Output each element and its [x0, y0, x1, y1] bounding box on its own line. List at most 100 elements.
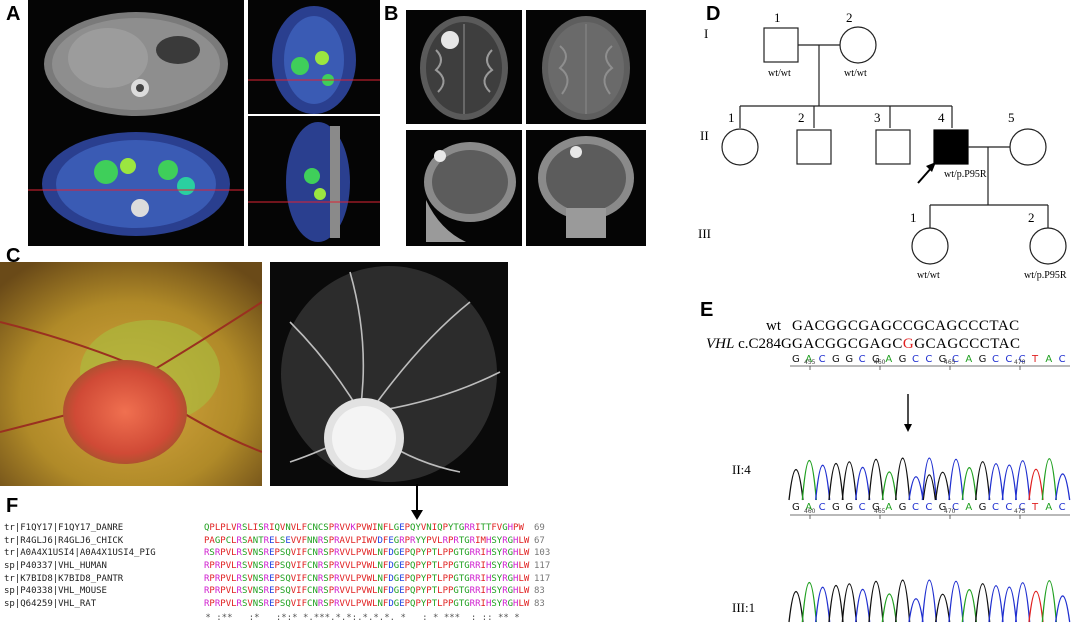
base-call: T [1031, 354, 1039, 365]
base-call: C [1005, 502, 1012, 513]
sample-label-iii1: III:1 [732, 600, 756, 615]
base-call: C [1059, 502, 1066, 513]
female-unaffected-symbol [1009, 128, 1047, 166]
panel-label-f: F [6, 495, 19, 517]
sequence-residues: RPRPVLRSVNSREPSQVIFCNRSPRVVLPVWLNFDGEPQP… [204, 573, 530, 584]
wt-sequence: GACGGCGAGCCGCAGCCCTAC [792, 318, 1020, 334]
male-unaffected-symbol [796, 129, 832, 165]
genotype-label: wt/wt [768, 68, 791, 79]
alignment-row: tr|A0A4X1USI4|A0A4X1USI4_PIG RSRPVLRSVNSR… [4, 547, 564, 560]
female-unaffected-symbol [911, 227, 949, 265]
sequence-length: 69 [534, 523, 545, 533]
trace-peak [988, 585, 1004, 623]
trace-peak [881, 471, 897, 501]
base-call: C [925, 502, 932, 513]
pet-ct-axial-image [28, 122, 244, 246]
base-call: G [939, 502, 947, 513]
sequence-id: tr|A0A4X1USI4|A0A4X1USI4_PIG [4, 548, 156, 559]
sample-label-ii4: II:4 [732, 462, 751, 477]
mutant-sequence-right: GCAGCCCTAC [914, 336, 1021, 352]
fundus-fluorescein-angiogram [270, 262, 508, 486]
panel-label-d: D [706, 3, 721, 25]
pedigree-chart: I 1 wt/wt 2 wt/wt II 1 2 3 4 wt/p.P95R 5 [690, 0, 1072, 290]
base-call: G [872, 354, 880, 365]
mri-axial-image-2 [526, 10, 646, 124]
sequence-residues: PAGPCLRSANTRELSEVVFNNRSPRAVLPIWVDFEGRPRY… [204, 535, 530, 546]
trace-peak [975, 583, 991, 623]
individual-number: 2 [846, 10, 853, 25]
base-call: A [805, 354, 812, 365]
mutant-base: G [902, 336, 915, 352]
base-call: G [979, 354, 987, 365]
base-call: C [1019, 354, 1026, 365]
trace-peak [801, 460, 817, 501]
trace-peak [841, 461, 857, 501]
trace-peak [788, 590, 804, 623]
base-call: C [1059, 354, 1066, 365]
sequence-id: sp|Q64259|VHL_RAT [4, 599, 97, 610]
sequence-id: sp|P40338|VHL_MOUSE [4, 586, 107, 597]
base-call: G [845, 354, 853, 365]
tick-label: 475 [1014, 508, 1026, 515]
ct-axial-image [28, 0, 244, 122]
base-call: A [1045, 354, 1052, 365]
tick-label: 465 [874, 508, 886, 515]
mri-axial-image-1 [406, 10, 522, 124]
tick-label: 470 [944, 508, 956, 515]
individual-number: 1 [728, 110, 735, 125]
base-call: T [1031, 502, 1039, 513]
tick-label: 460 [874, 359, 886, 366]
base-call: G [845, 502, 853, 513]
trace-peak [948, 581, 964, 623]
panel-label-e: E [700, 299, 714, 321]
chromatogram-trace-ii4 [788, 457, 1071, 501]
trace-peak [948, 459, 964, 501]
mri-coronal-image [526, 130, 646, 246]
trace-peak [975, 461, 991, 501]
trace-peak [921, 579, 937, 623]
genotype-label: wt/p.P95R [1024, 270, 1067, 281]
base-call: A [885, 502, 892, 513]
individual-number: 1 [774, 10, 781, 25]
base-call: C [925, 354, 932, 365]
base-call: C [912, 502, 919, 513]
base-call: G [899, 502, 907, 513]
female-unaffected-symbol [721, 128, 759, 166]
alignment-arrow [416, 484, 418, 516]
tick-label: 455 [804, 359, 816, 366]
sequence-length: 83 [534, 586, 545, 597]
individual-number: 1 [910, 210, 917, 225]
mutant-sequence-left: GACGGCGAGC [792, 336, 903, 352]
base-call: G [899, 354, 907, 365]
trace-peak [895, 579, 911, 623]
trace-peak [908, 476, 924, 501]
base-call: A [965, 354, 972, 365]
mutation-label: VHL c.C284G [706, 336, 792, 353]
sequence-residues: RSRPVLRSVNSREPSQVIFCNRSPRVVLPVWLNFDGEPQP… [204, 548, 530, 559]
trace-peak [1015, 582, 1031, 623]
trace-peak [1015, 460, 1031, 501]
genotype-label: wt/wt [917, 270, 940, 281]
base-call: A [805, 502, 812, 513]
base-call: C [952, 502, 959, 513]
base-call: G [872, 502, 880, 513]
male-affected-proband-symbol [933, 129, 969, 165]
base-call: A [1045, 502, 1052, 513]
gene-name: VHL [706, 336, 735, 352]
base-call: A [885, 354, 892, 365]
trace-peak-heterozygous [922, 474, 936, 501]
panel-label-b: B [384, 3, 399, 25]
sequence-residues: QPLPLVRSLISRIQVNVLFCNCSPRVVKPVWINFLGEPQY… [204, 523, 524, 533]
trace-peak [1055, 595, 1071, 623]
trace-peak [788, 468, 804, 501]
trace-peak [935, 593, 951, 623]
trace-peak [1055, 473, 1071, 501]
trace-peak [921, 457, 937, 501]
